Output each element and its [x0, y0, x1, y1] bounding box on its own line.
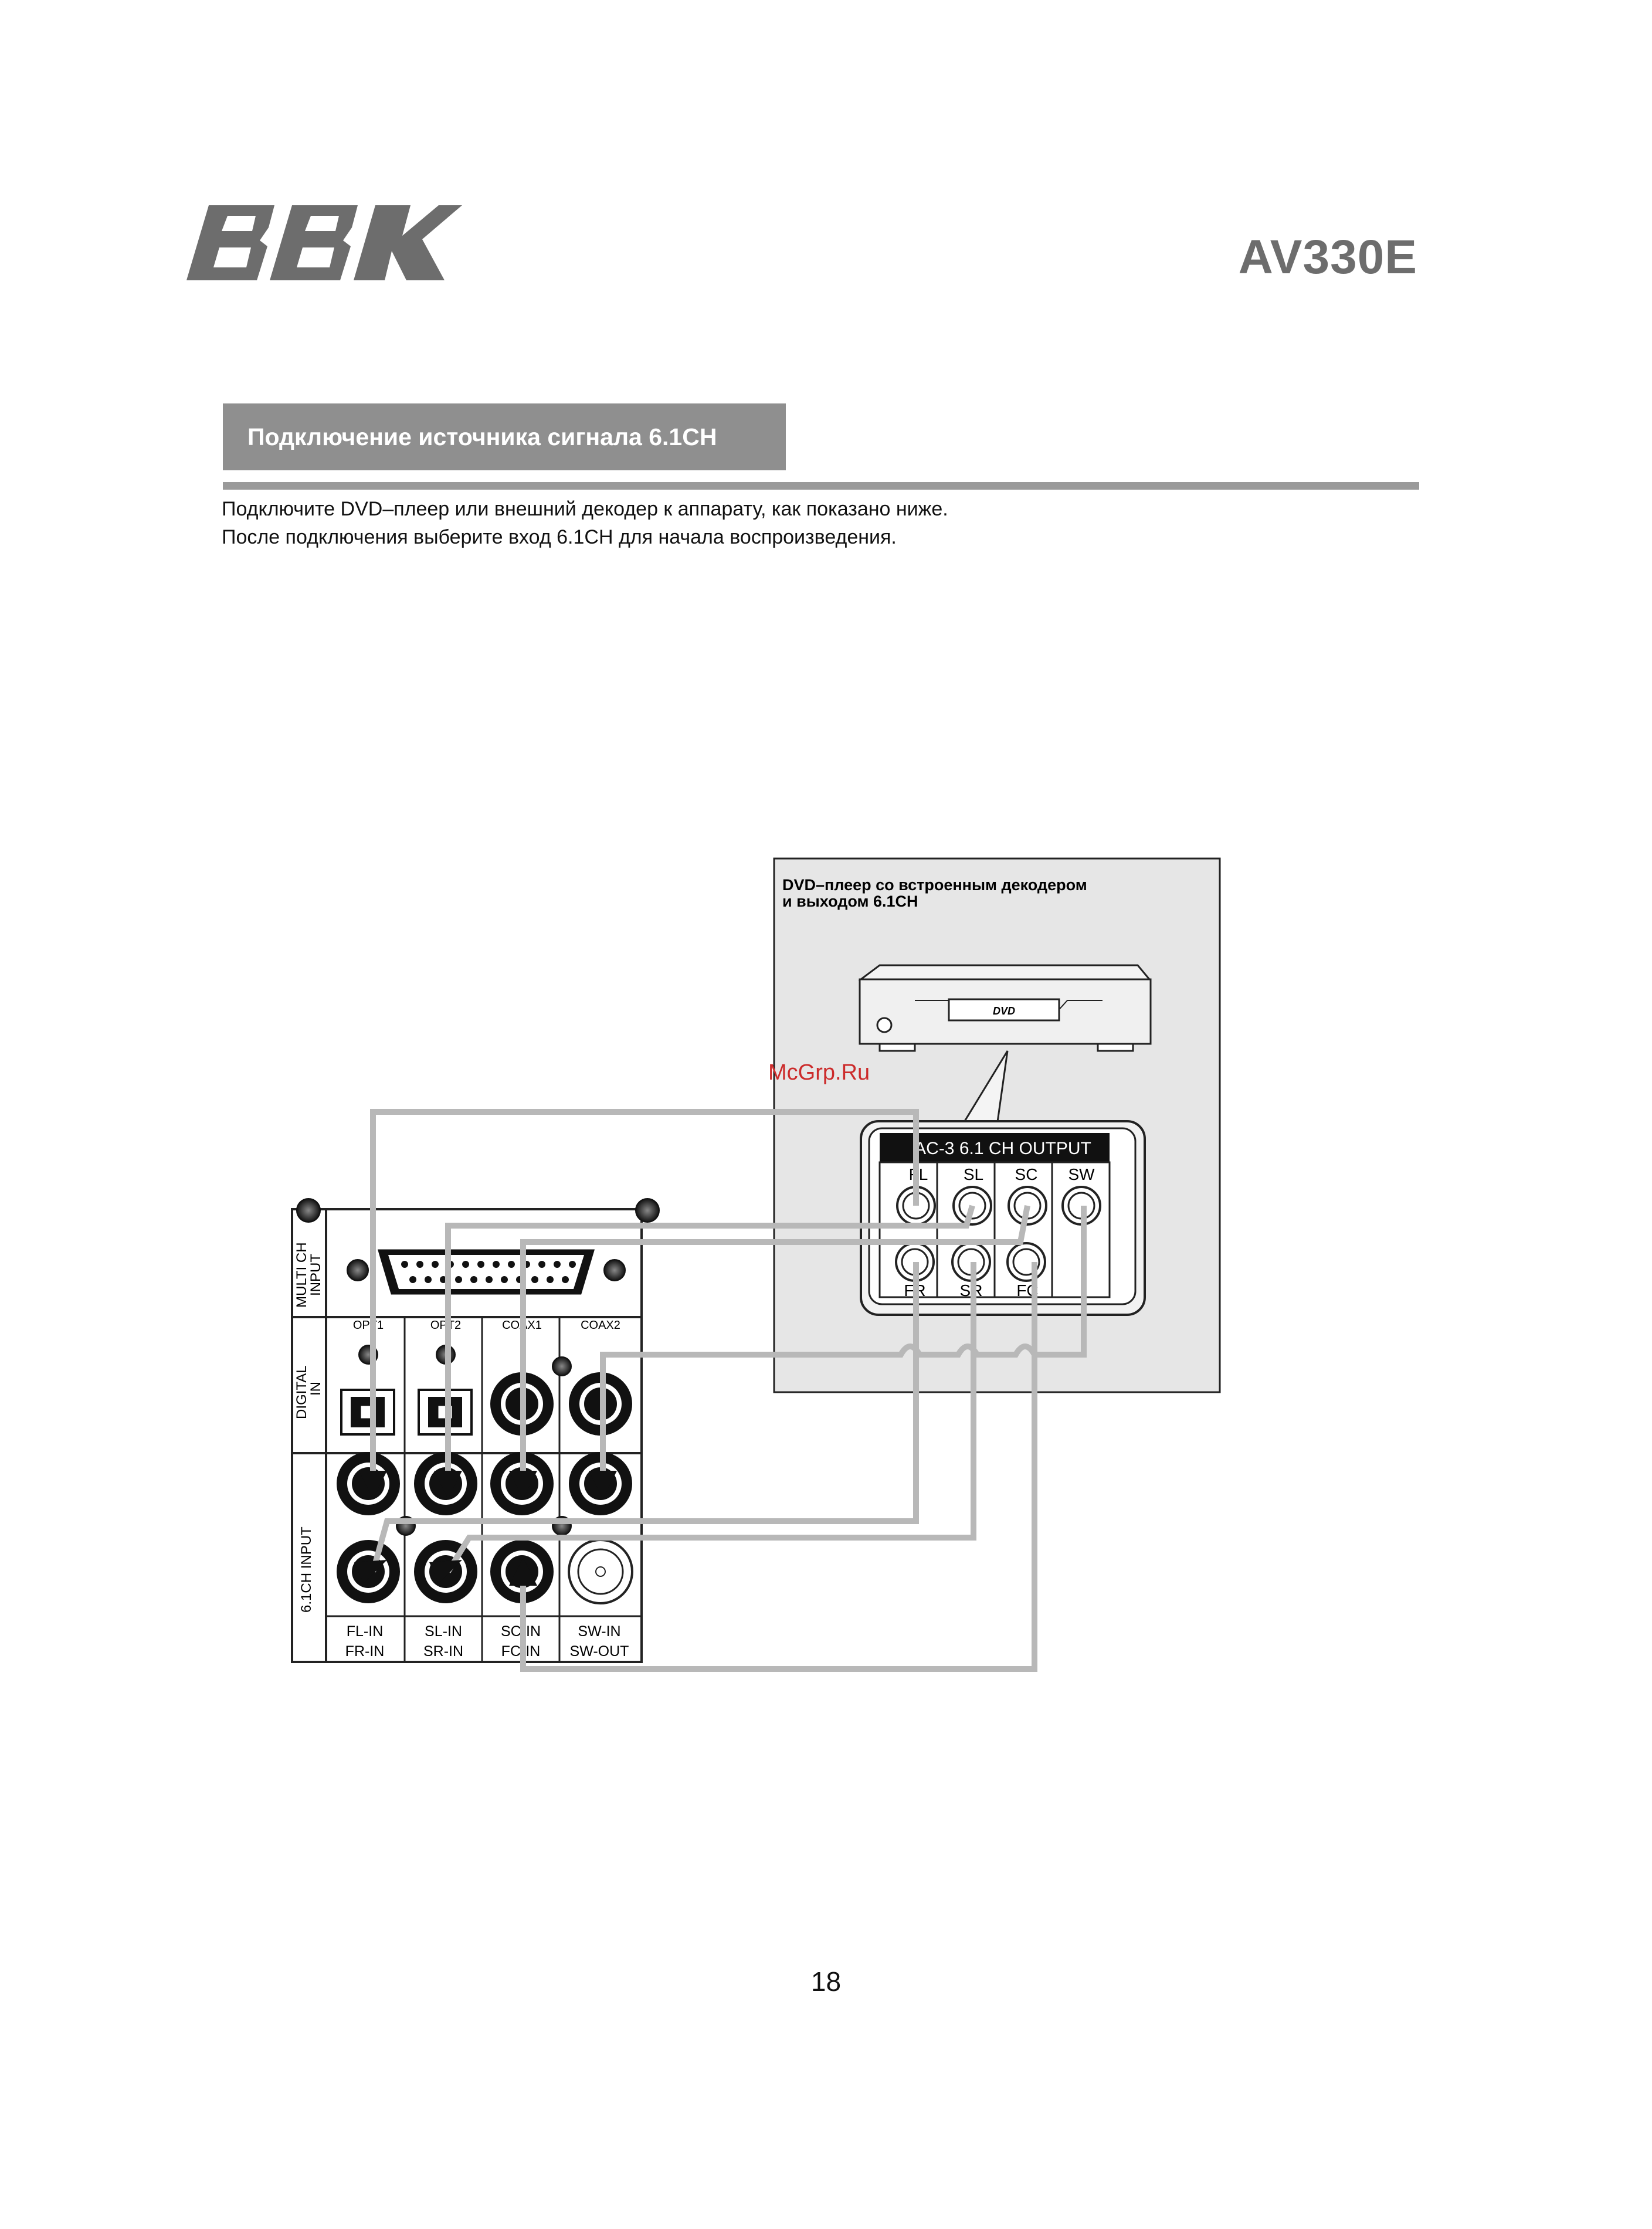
- connection-arrows: [354, 1471, 617, 1586]
- dvd-logo: DVD: [993, 1005, 1015, 1017]
- cable-sc: [520, 1205, 1030, 1484]
- section-divider: [223, 482, 1419, 490]
- model-name: AV330E: [1238, 230, 1417, 284]
- dvd-player: DVD: [858, 964, 1152, 1052]
- label-6ch-input: 6.1CH INPUT: [298, 1526, 314, 1613]
- intro-line-1: Подключите DVD–плеер или внешний декодер…: [222, 498, 948, 520]
- mounting-screws: [296, 1198, 660, 1536]
- section-title: Подключение источника сигнала 6.1CH: [223, 403, 786, 470]
- label-digital-in: IN: [308, 1382, 324, 1396]
- connection-cables: [370, 1109, 1087, 1672]
- intro-text: Подключите DVD–плеер или внешний декодер…: [222, 495, 948, 551]
- cable-sw: [600, 1206, 1087, 1484]
- label-multich: MULTI CH: [294, 1242, 310, 1308]
- power-indicator: [876, 1017, 893, 1033]
- player-caption-1: DVD–плеер со встроенным декодером: [782, 876, 1087, 894]
- output-panel-title: AC-3 6.1 CH OUTPUT: [914, 1139, 1091, 1158]
- output-label-sw: SW: [1068, 1165, 1095, 1183]
- watermark: McGrp.Ru: [768, 1060, 870, 1085]
- label-digital: DIGITAL: [294, 1365, 310, 1419]
- label-sw-in: SW-IN: [578, 1623, 620, 1640]
- player-caption-2: и выходом 6.1CH: [782, 893, 918, 910]
- label-fl-in: FL-IN: [347, 1623, 384, 1640]
- cable-sr: [445, 1262, 976, 1573]
- label-opt1: OPT1: [353, 1319, 384, 1332]
- output-label-sc: SC: [1015, 1165, 1038, 1183]
- label-sw-out: SW-OUT: [570, 1643, 629, 1660]
- intro-line-2: После подключения выберите вход 6.1CH дл…: [222, 526, 897, 548]
- output-label-sl: SL: [964, 1165, 983, 1183]
- multich-dsub-connector: [377, 1249, 595, 1295]
- cable-sl: [445, 1205, 975, 1484]
- cable-fc: [520, 1262, 1037, 1672]
- label-sl-in: SL-IN: [425, 1623, 462, 1640]
- output-panel: AC-3 6.1 CH OUTPUT FL SL SC SW FR SR FC: [860, 1120, 1146, 1316]
- label-multich-input: INPUT: [308, 1254, 324, 1296]
- label-fr-in: FR-IN: [345, 1643, 385, 1660]
- label-sr-in: SR-IN: [423, 1643, 463, 1660]
- label-coax2: COAX2: [581, 1319, 620, 1332]
- cable-fr: [370, 1262, 919, 1573]
- brand-logo: [186, 205, 462, 280]
- page-number: 18: [810, 1966, 842, 1997]
- cable-fl: [370, 1109, 919, 1484]
